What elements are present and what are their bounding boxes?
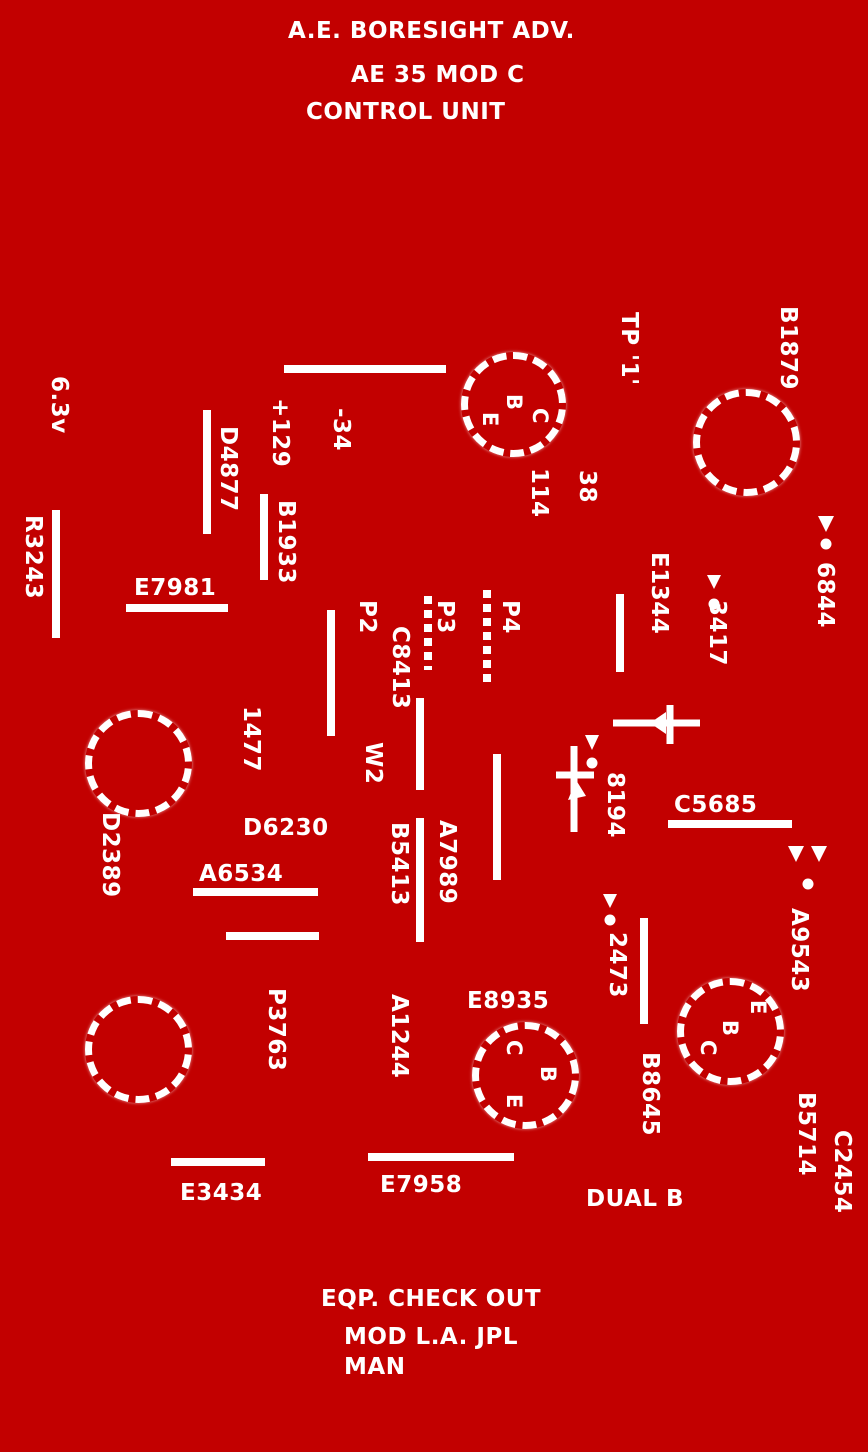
resistor-a7989-right (493, 754, 501, 880)
transistor-lower-right (677, 978, 784, 1085)
resistor-e1344 (616, 594, 624, 672)
transistor-top-center (461, 352, 566, 457)
footer-man: MAN (344, 1354, 406, 1380)
resistor-p2 (327, 610, 335, 736)
resistor-c8413 (416, 698, 424, 790)
test-point-3417 (707, 575, 721, 610)
footer-mod: MOD L.A. JPL (344, 1324, 518, 1350)
resistor-e7958 (368, 1153, 514, 1161)
resistor-e7981 (126, 604, 228, 612)
resistor-a6534 (193, 888, 318, 896)
label-d6230: D6230 (243, 815, 329, 841)
footer-check-out: EQP. CHECK OUT (321, 1286, 542, 1312)
test-point-6844 (818, 516, 834, 550)
test-point-2473 (603, 894, 617, 926)
label-a6534: A6534 (199, 861, 284, 887)
resistor-b1933 (260, 494, 268, 580)
header-title: A.E. BORESIGHT ADV. (288, 18, 575, 44)
pin-b-e8935: B (536, 1066, 560, 1083)
pin-e-lower-right: E (746, 1000, 770, 1015)
diode-8194 (556, 746, 594, 832)
label-c5685: C5685 (674, 792, 758, 818)
pin-e-top: E (478, 412, 502, 427)
resistor-r3243 (52, 510, 60, 638)
resistor-c5685 (668, 820, 792, 828)
transistor-e8935 (472, 1022, 579, 1129)
resistor-d4877 (203, 410, 211, 534)
pin-b-top: B (502, 394, 526, 411)
label-e8935: E8935 (467, 988, 550, 1014)
test-point-8194 (585, 735, 599, 769)
pin-b-lower-right: B (718, 1020, 742, 1037)
diode-upper-right (613, 705, 700, 744)
pin-c-e8935: C (502, 1040, 526, 1056)
header-model: AE 35 MOD C (351, 62, 525, 88)
label-e3434: E3434 (180, 1180, 263, 1206)
resistor-2473 (640, 918, 648, 1024)
footprint-lower-left (85, 996, 192, 1103)
label-e7981: E7981 (134, 575, 217, 601)
footprint-b1879 (693, 389, 800, 496)
pin-c-lower-right: C (696, 1040, 720, 1056)
pin-e-e8935: E (502, 1094, 526, 1109)
label-e7958: E7958 (380, 1172, 463, 1198)
test-point-a9543 (788, 846, 827, 890)
footprint-d2389 (85, 710, 192, 817)
resistor-e3434 (171, 1158, 265, 1166)
label-dual-b: DUAL B (586, 1186, 685, 1212)
trace-top (284, 365, 446, 373)
resistor-a7989 (416, 818, 424, 942)
resistor-lower (226, 932, 319, 940)
pin-c-top: C (528, 408, 552, 424)
header-unit: CONTROL UNIT (306, 99, 506, 125)
